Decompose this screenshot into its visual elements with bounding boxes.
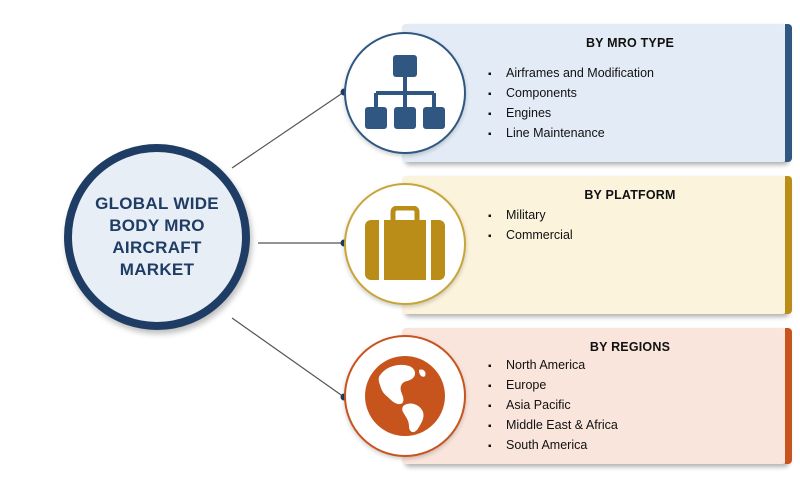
- item-list: Airframes and Modification Components En…: [488, 64, 772, 144]
- panel-accent-bar: [785, 328, 792, 464]
- panel-title: BY MRO TYPE: [585, 36, 675, 50]
- list-item: Airframes and Modification: [488, 64, 772, 84]
- list-item: Engines: [488, 104, 772, 124]
- list-item: Military: [488, 206, 772, 226]
- panel-accent-bar: [785, 176, 792, 314]
- panel-mro-type: BY MRO TYPE Airframes and Modification C…: [402, 24, 792, 162]
- panel-regions: BY REGIONS North America Europe Asia Pac…: [402, 328, 792, 464]
- list-item: Europe: [488, 376, 772, 396]
- hub-title: GLOBAL WIDE BODY MRO AIRCRAFT MARKET: [95, 194, 219, 279]
- list-item: Asia Pacific: [488, 396, 772, 416]
- hierarchy-icon: [360, 48, 450, 138]
- connector-regions: [231, 317, 345, 398]
- panel-title: BY PLATFORM: [584, 188, 676, 202]
- suitcase-icon: [360, 199, 450, 289]
- list-item: Line Maintenance: [488, 124, 772, 144]
- panel-accent-bar: [785, 24, 792, 162]
- icon-circle-regions: [344, 335, 466, 457]
- list-item: South America: [488, 436, 772, 456]
- icon-circle-platform: [344, 183, 466, 305]
- panel-platform: BY PLATFORM Military Commercial: [402, 176, 792, 314]
- icon-circle-mro-type: [344, 32, 466, 154]
- item-list: North America Europe Asia Pacific Middle…: [488, 356, 772, 456]
- list-item: Middle East & Africa: [488, 416, 772, 436]
- panel-title: BY REGIONS: [589, 340, 671, 354]
- list-item: Components: [488, 84, 772, 104]
- list-item: Commercial: [488, 226, 772, 246]
- globe-americas-icon: [360, 351, 450, 441]
- hub-circle: GLOBAL WIDE BODY MRO AIRCRAFT MARKET: [64, 144, 250, 330]
- list-item: North America: [488, 356, 772, 376]
- connector-mro-type: [231, 91, 345, 169]
- item-list: Military Commercial: [488, 206, 772, 246]
